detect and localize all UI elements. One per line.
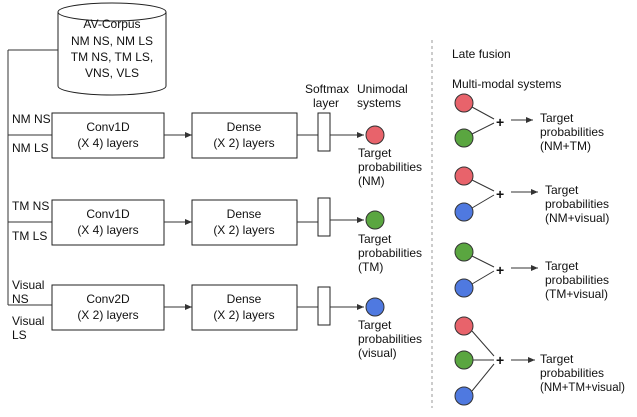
conv-label-nm: Conv1D: [86, 120, 130, 134]
fusion4-output-line-2: probabilities: [540, 366, 604, 380]
fusion2-output-line-2: probabilities: [545, 197, 609, 211]
fusion4-visual-node: [454, 386, 474, 406]
fusion1-nm-node: [454, 93, 474, 113]
input-visual-ls-line-2: LS: [12, 328, 27, 342]
fusion1-tm-node: [454, 128, 474, 148]
row-tm: TM NS TM LS Conv1D (X 4) layers Dense (X…: [12, 197, 422, 274]
input-visual-ns-line-2: NS: [12, 292, 29, 306]
input-nm-ns: NM NS: [12, 112, 51, 126]
fusion1-plus: +: [496, 114, 504, 130]
fusion-tm-visual: + Target probabilities (TM+visual): [454, 242, 609, 301]
dense-label-nm: Dense: [227, 120, 262, 134]
fusion3-plus: +: [496, 262, 504, 278]
output-visual-line-2: probabilities: [358, 332, 422, 346]
fusion1-output-line-1: Target: [540, 111, 574, 125]
fusion3-visual-node: [454, 278, 474, 298]
dense-box-visual: [191, 284, 298, 331]
corpus-title: AV-Corpus: [83, 17, 140, 31]
input-tm-ls: TM LS: [12, 229, 47, 243]
dense-layers-visual: (X 2) layers: [213, 308, 274, 322]
fusion4-output-line-3: (NM+TM+visual): [540, 382, 625, 394]
fusion3-output-line-1: Target: [545, 259, 579, 273]
output-nm-line-2: probabilities: [358, 160, 422, 174]
unimodal-header-line-2: systems: [357, 96, 401, 110]
fusion3-output-line-3: (TM+visual): [545, 287, 608, 301]
output-tm-line-1: Target: [358, 232, 392, 246]
output-tm-line-2: probabilities: [358, 246, 422, 260]
fusion2-plus: +: [496, 186, 504, 202]
fusion2-nm-node: [454, 166, 474, 186]
fusion4-plus: +: [496, 352, 504, 368]
fusion1-output-line-3: (NM+TM): [540, 139, 591, 153]
softmax-header-line-2: layer: [313, 96, 339, 110]
fusion-nm-tm: + Target probabilities (NM+TM): [454, 93, 604, 153]
av-corpus-database: AV-Corpus NM NS, NM LS TM NS, TM LS, VNS…: [57, 2, 167, 96]
row-visual: Visual NS Visual LS Conv2D (X 2) layers …: [12, 278, 422, 360]
softmax-box-tm: [317, 197, 331, 237]
input-visual-ns-line-1: Visual: [12, 278, 44, 292]
conv-layers-visual: (X 2) layers: [77, 308, 138, 322]
softmax-box-nm: [317, 112, 331, 152]
tm-output-node: [365, 210, 385, 230]
fusion-nm-visual: + Target probabilities (NM+visual): [454, 166, 609, 225]
corpus-line-2: TM NS, TM LS,: [71, 50, 153, 64]
dense-label-visual: Dense: [227, 292, 262, 306]
late-fusion-title: Late fusion: [452, 47, 511, 61]
fusion-nm-tm-visual: + Target probabilities (NM+TM+visual): [454, 316, 625, 406]
nm-output-node: [365, 125, 385, 145]
dense-layers-nm: (X 2) layers: [213, 136, 274, 150]
fusion3-tm-node: [454, 242, 474, 262]
conv-layers-tm: (X 4) layers: [77, 223, 138, 237]
dense-box-nm: [191, 112, 298, 159]
conv-label-tm: Conv1D: [86, 207, 130, 221]
dense-layers-tm: (X 2) layers: [213, 223, 274, 237]
input-tm-ns: TM NS: [12, 199, 49, 213]
fusion3-output-line-2: probabilities: [545, 273, 609, 287]
input-nm-ls: NM LS: [12, 141, 49, 155]
output-nm-line-3: (NM): [358, 174, 385, 188]
output-nm-line-1: Target: [358, 146, 392, 160]
dense-box-tm: [191, 199, 298, 246]
conv-box-nm: [51, 112, 165, 159]
fusion2-output-line-1: Target: [545, 183, 579, 197]
fusion2-output-line-3: (NM+visual): [545, 211, 609, 225]
unimodal-header-line-1: Unimodal: [357, 82, 408, 96]
fusion4-nm-node: [454, 316, 474, 336]
visual-output-node: [365, 297, 385, 317]
input-visual-ls-line-1: Visual: [12, 314, 44, 328]
fusion1-output-line-2: probabilities: [540, 125, 604, 139]
fusion4-tm-node: [454, 350, 474, 370]
dense-label-tm: Dense: [227, 207, 262, 221]
row-nm: NM NS NM LS Conv1D (X 4) layers Dense (X…: [12, 112, 422, 188]
conv-layers-nm: (X 4) layers: [77, 136, 138, 150]
multimodal-header: Multi-modal systems: [452, 77, 561, 91]
softmax-box-visual: [317, 286, 331, 326]
fusion2-visual-node: [454, 202, 474, 222]
softmax-header-line-1: Softmax: [305, 82, 349, 96]
corpus-feed-lines: [7, 49, 58, 306]
fusion4-output-line-1: Target: [540, 352, 574, 366]
corpus-line-3: VNS, VLS: [85, 66, 139, 80]
output-visual-line-3: (visual): [358, 346, 397, 360]
output-tm-line-3: (TM): [358, 260, 383, 274]
conv-label-visual: Conv2D: [86, 292, 130, 306]
corpus-line-1: NM NS, NM LS: [71, 34, 153, 48]
output-visual-line-1: Target: [358, 318, 392, 332]
